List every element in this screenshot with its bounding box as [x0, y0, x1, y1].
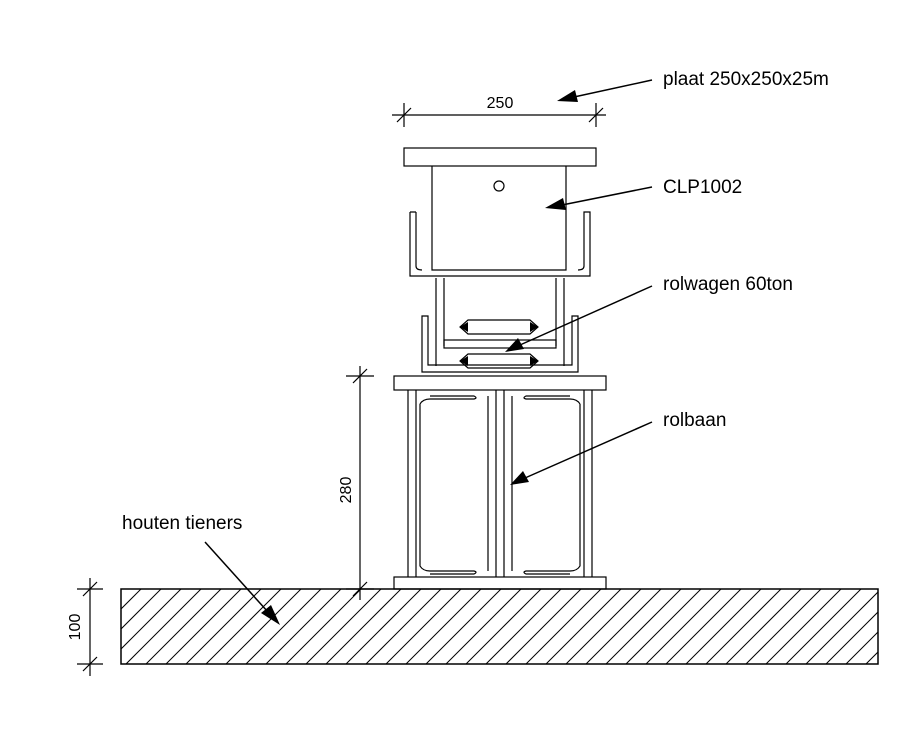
label-timbers: houten tieners — [122, 513, 242, 534]
hatch-line — [805, 591, 878, 664]
hatch-line — [225, 589, 302, 664]
hatch-line — [605, 589, 682, 664]
hatch-line — [365, 589, 442, 664]
label-plate: plaat 250x250x25m — [663, 69, 829, 90]
hatch-line — [665, 589, 742, 664]
hatch-line — [545, 589, 622, 664]
hatch-line — [865, 651, 878, 664]
leader-track — [510, 421, 653, 485]
hatch-line — [845, 631, 878, 664]
hatch-line — [345, 589, 422, 664]
hatch-line — [121, 589, 142, 610]
hatch-line — [205, 589, 282, 664]
hatch-line — [405, 589, 482, 664]
hatch-line — [725, 589, 802, 664]
hatch-line — [265, 589, 342, 664]
hatch-line — [685, 589, 762, 664]
hatch-line — [765, 589, 842, 664]
hatch-line — [245, 589, 322, 664]
hatch-line — [165, 589, 242, 664]
hatch-line — [645, 589, 722, 664]
hatch-line — [565, 589, 642, 664]
hatch-line — [785, 589, 862, 664]
hatch-line — [705, 589, 782, 664]
hatch-line — [185, 589, 262, 664]
hatch-line — [145, 589, 222, 664]
leader-trolley — [505, 285, 653, 352]
hatch-line — [125, 589, 202, 664]
hatch-line — [485, 589, 562, 664]
hatch-line — [745, 589, 822, 664]
leader-plate — [557, 79, 653, 102]
hatch-line — [525, 589, 602, 664]
trolley — [421, 278, 579, 373]
hatch-line — [585, 589, 662, 664]
rail-track — [393, 375, 607, 590]
dimension-plate-width — [392, 103, 606, 127]
hatch-line — [825, 611, 878, 664]
clp-profile — [403, 147, 597, 277]
hatch-line — [625, 589, 702, 664]
dimension-track-height-label: 280 — [338, 477, 355, 504]
leader-timbers — [204, 541, 280, 625]
label-trolley: rolwagen 60ton — [663, 274, 793, 295]
hatch-line — [465, 589, 542, 664]
dimension-timber-height-label: 100 — [67, 614, 84, 641]
hatch-line — [445, 589, 522, 664]
leader-profile — [545, 186, 653, 210]
hatch-line — [121, 589, 182, 650]
label-track: rolbaan — [663, 410, 726, 431]
hatch-line — [305, 589, 382, 664]
hatch-line — [886, 589, 900, 664]
hatch-line — [285, 589, 362, 664]
dimension-track-height — [346, 366, 374, 600]
dimension-plate-width-label: 250 — [487, 95, 514, 112]
hatch-line — [385, 589, 462, 664]
label-profile: CLP1002 — [663, 177, 742, 198]
dimension-timber-height — [77, 578, 103, 676]
timber-beam — [120, 588, 900, 665]
hatch-line — [121, 589, 162, 630]
hatch-line — [505, 589, 582, 664]
hatch-line — [325, 589, 402, 664]
hatch-line — [425, 589, 502, 664]
timber-hatching — [121, 589, 900, 664]
